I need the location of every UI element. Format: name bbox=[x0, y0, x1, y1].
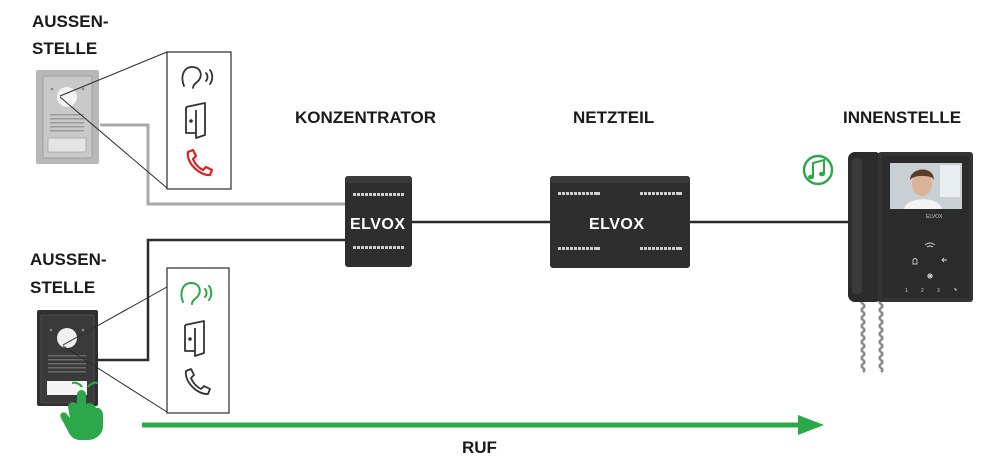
handset-icon-red bbox=[186, 148, 214, 177]
key-1-icon[interactable]: 1 bbox=[905, 288, 908, 294]
power-supply-device: ELVOX bbox=[550, 176, 690, 268]
outdoor-station-bottom-label-1: AUSSEN- bbox=[30, 250, 107, 269]
light-key-icon[interactable] bbox=[927, 273, 933, 279]
speaker-grille bbox=[48, 355, 86, 373]
camera-icon bbox=[57, 328, 77, 348]
audio-icon bbox=[181, 66, 214, 89]
pressing-hand-icon bbox=[60, 381, 103, 440]
concentrator-label: KONZENTRATOR bbox=[295, 108, 436, 127]
door-icon bbox=[184, 320, 205, 357]
outdoor-station-bottom bbox=[37, 310, 98, 406]
video-screen bbox=[890, 163, 962, 209]
power-supply-label: NETZTEIL bbox=[573, 108, 654, 127]
outdoor-station-top-label-1: AUSSEN- bbox=[32, 12, 109, 31]
indoor-monitor: ELVOX 1 2 3 bbox=[848, 152, 973, 302]
wire-top-station bbox=[100, 123, 345, 206]
key-2-icon[interactable]: 2 bbox=[921, 288, 924, 294]
name-tag bbox=[47, 137, 87, 153]
outdoor-station-bottom-label-2: STELLE bbox=[30, 278, 95, 297]
concentrator-brand-logo: ELVOX bbox=[350, 216, 406, 233]
terminal-strip bbox=[353, 246, 404, 249]
wire-bottom-station bbox=[98, 238, 345, 362]
call-button[interactable] bbox=[47, 381, 87, 395]
terminal-strip bbox=[558, 247, 682, 250]
status-panel-top bbox=[166, 51, 232, 190]
concentrator-device: ELVOX bbox=[345, 176, 412, 267]
handset-cord bbox=[860, 299, 884, 373]
terminal-strip bbox=[558, 192, 682, 195]
key-3-icon[interactable]: 3 bbox=[937, 288, 940, 294]
outdoor-station-top bbox=[36, 70, 99, 164]
terminal-strip bbox=[353, 193, 404, 196]
handset-icon bbox=[185, 368, 211, 395]
audio-icon-green bbox=[180, 281, 213, 305]
door-icon bbox=[185, 102, 206, 139]
status-panel-bottom bbox=[166, 267, 230, 414]
bell-key-icon[interactable] bbox=[912, 258, 918, 265]
speaker-grille bbox=[50, 114, 84, 132]
monitor-keys: 1 2 3 bbox=[905, 242, 957, 294]
outdoor-station-top-label-2: STELLE bbox=[32, 39, 97, 58]
music-note-icon bbox=[802, 154, 834, 186]
camera-icon bbox=[57, 87, 77, 107]
call-label: RUF bbox=[462, 438, 497, 457]
call-arrow bbox=[142, 415, 824, 435]
power-supply-brand-logo: ELVOX bbox=[589, 216, 645, 233]
indoor-station-label: INNENSTELLE bbox=[843, 108, 961, 127]
key-star-icon[interactable] bbox=[954, 288, 957, 291]
wifi-key-icon[interactable] bbox=[924, 242, 936, 248]
door-key-icon[interactable] bbox=[941, 257, 947, 263]
monitor-brand-logo: ELVOX bbox=[926, 214, 943, 220]
